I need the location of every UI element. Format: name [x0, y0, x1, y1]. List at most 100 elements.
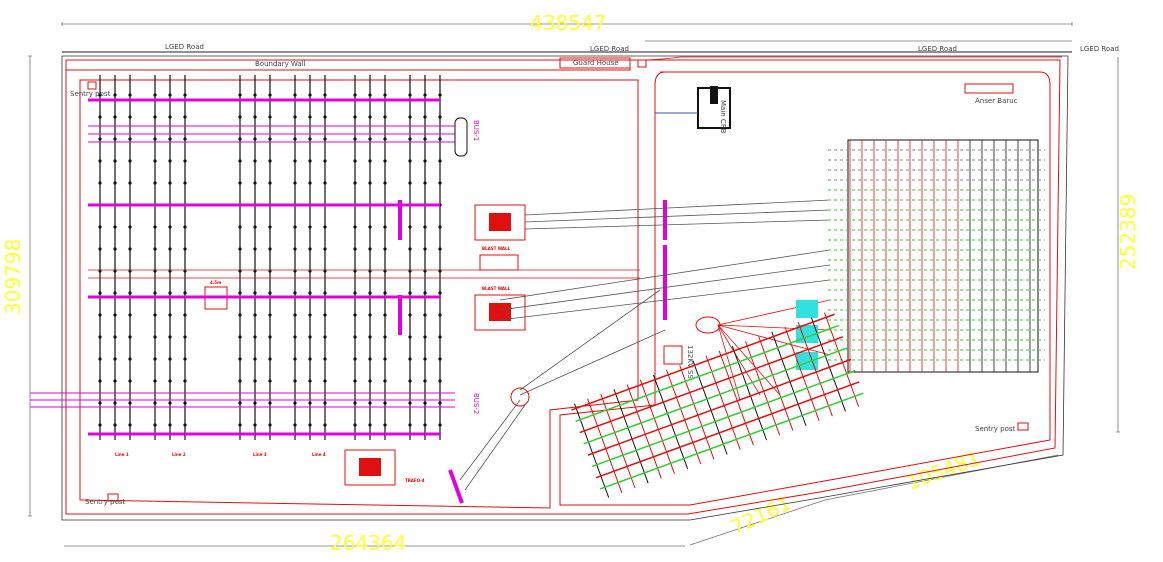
- breaker-node: [168, 93, 172, 97]
- boundary-wall-label: Boundary Wall: [255, 60, 306, 68]
- breaker-node: [153, 291, 157, 295]
- breaker-node: [268, 181, 272, 185]
- breaker-node: [308, 159, 312, 163]
- breaker-node: [268, 357, 272, 361]
- breaker-node: [408, 291, 412, 295]
- breaker-node: [128, 159, 132, 163]
- breaker-node: [153, 335, 157, 339]
- breaker-node: [128, 291, 132, 295]
- breaker-node: [128, 93, 132, 97]
- breaker-node: [353, 313, 357, 317]
- breaker-node: [113, 423, 117, 427]
- breaker-node: [113, 313, 117, 317]
- breaker-node: [423, 401, 427, 405]
- road-label: LGED Road: [165, 43, 204, 51]
- breaker-node: [308, 291, 312, 295]
- breaker-node: [408, 357, 412, 361]
- breaker-node: [128, 247, 132, 251]
- breaker-node: [238, 225, 242, 229]
- cable-run: [519, 289, 661, 391]
- breaker-node: [353, 137, 357, 141]
- breaker-node: [183, 247, 187, 251]
- breaker-node: [183, 313, 187, 317]
- breaker-node: [128, 225, 132, 229]
- breaker-node: [308, 401, 312, 405]
- cable-run: [519, 329, 666, 396]
- breaker-node: [113, 247, 117, 251]
- breaker-node: [353, 357, 357, 361]
- breaker-node: [408, 401, 412, 405]
- dimension-bottom-right-b: 105481: [904, 446, 984, 495]
- breaker-node: [183, 291, 187, 295]
- breaker-node: [183, 335, 187, 339]
- cable-run: [524, 199, 831, 216]
- breaker-node: [98, 335, 102, 339]
- breaker-node: [293, 357, 297, 361]
- control-building-label: Main CRB: [719, 100, 727, 134]
- breaker-node: [168, 357, 172, 361]
- breaker-node: [308, 379, 312, 383]
- breaker-node: [293, 291, 297, 295]
- breaker-node: [253, 423, 257, 427]
- equipment-bays: [30, 75, 1045, 504]
- breaker-node: [423, 335, 427, 339]
- breaker-node: [98, 401, 102, 405]
- breaker-node: [353, 291, 357, 295]
- dimension-top: 438547: [530, 11, 606, 35]
- breaker-node: [113, 181, 117, 185]
- breaker-node: [353, 423, 357, 427]
- breaker-node: [128, 181, 132, 185]
- breaker-node: [423, 313, 427, 317]
- breaker-node: [308, 137, 312, 141]
- breaker-node: [153, 313, 157, 317]
- breaker-node: [253, 401, 257, 405]
- breaker-node: [368, 357, 372, 361]
- breaker-node: [98, 115, 102, 119]
- breaker-node: [423, 291, 427, 295]
- breaker-node: [253, 137, 257, 141]
- breaker-node: [168, 225, 172, 229]
- field-feeder: [575, 324, 839, 423]
- breaker-node: [408, 379, 412, 383]
- breaker-node: [423, 93, 427, 97]
- breaker-node: [423, 247, 427, 251]
- breaker-node: [113, 93, 117, 97]
- breaker-node: [423, 159, 427, 163]
- breaker-node: [323, 291, 327, 295]
- breaker-node: [168, 137, 172, 141]
- breaker-node: [408, 93, 412, 97]
- bus-1-terminal: [454, 117, 468, 157]
- breaker-node: [168, 291, 172, 295]
- line-label: Line 4: [312, 452, 326, 457]
- blast-wall-label: BLAST WALL: [482, 286, 511, 291]
- breaker-node: [168, 159, 172, 163]
- breaker-node: [238, 357, 242, 361]
- breaker-node: [183, 181, 187, 185]
- breaker-node: [438, 291, 442, 295]
- breaker-node: [408, 247, 412, 251]
- breaker-node: [128, 357, 132, 361]
- breaker-node: [353, 379, 357, 383]
- breaker-node: [168, 115, 172, 119]
- breaker-node: [238, 423, 242, 427]
- field-feeder: [591, 369, 856, 468]
- breaker-node: [183, 379, 187, 383]
- breaker-node: [368, 401, 372, 405]
- breaker-node: [153, 115, 157, 119]
- breaker-node: [438, 181, 442, 185]
- breaker-node: [293, 159, 297, 163]
- breaker-node: [368, 159, 372, 163]
- breaker-node: [253, 93, 257, 97]
- breaker-node: [308, 313, 312, 317]
- breaker-node: [268, 159, 272, 163]
- breaker-node: [268, 335, 272, 339]
- breaker-node: [438, 247, 442, 251]
- trafo-label: TRAFO-4: [405, 478, 425, 483]
- breaker-node: [438, 401, 442, 405]
- breaker-node: [183, 159, 187, 163]
- field-feeder: [571, 313, 835, 411]
- breaker-node: [98, 247, 102, 251]
- cable-run: [464, 404, 526, 491]
- breaker-node: [238, 335, 242, 339]
